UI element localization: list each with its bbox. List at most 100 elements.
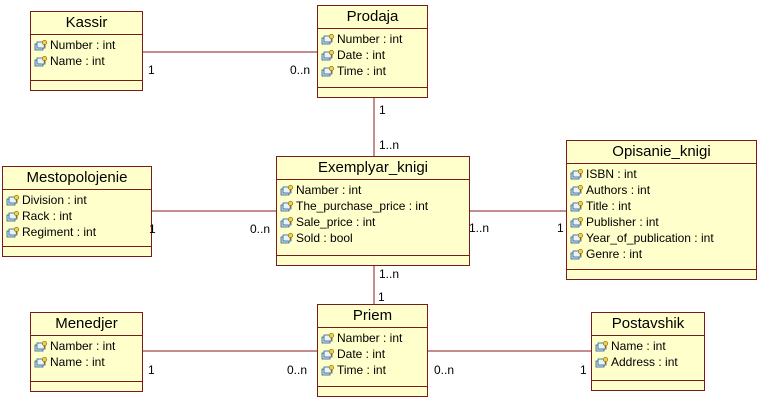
class-attribute: Publisher : int xyxy=(570,214,756,230)
multiplicity-label: 1..n xyxy=(379,267,400,281)
class-attribute: Year_of_publication : int xyxy=(570,230,756,246)
attribute-text: Namber : int xyxy=(296,183,362,197)
attribute-text: Namber : int xyxy=(50,339,116,353)
multiplicity-label: 0..n xyxy=(434,363,455,377)
attribute-key-icon xyxy=(570,232,584,244)
class-attribute: Rack : int xyxy=(6,208,151,224)
attribute-text: Name : int xyxy=(611,339,666,353)
attribute-key-icon xyxy=(570,248,584,260)
multiplicity-label: 1 xyxy=(379,103,386,117)
attribute-text: Publisher : int xyxy=(586,215,659,229)
multiplicity-label: 0..n xyxy=(250,222,271,236)
class-attribute: Time : int xyxy=(321,63,427,79)
attribute-key-icon xyxy=(34,356,48,368)
attribute-text: Number : int xyxy=(50,38,116,52)
attribute-text: Title : int xyxy=(586,199,631,213)
attribute-key-icon xyxy=(570,200,584,212)
class-attribute: Number : int xyxy=(321,31,427,47)
attribute-key-icon xyxy=(280,232,294,244)
attribute-text: Sale_price : int xyxy=(296,215,376,229)
attribute-text: Address : int xyxy=(611,355,678,369)
attribute-key-icon xyxy=(570,216,584,228)
class-attribute: Name : int xyxy=(34,354,142,370)
class-attribute: The_purchase_price : int xyxy=(280,198,469,214)
class-attribute: Sold : bool xyxy=(280,230,469,246)
class-attribute: Date : int xyxy=(321,346,427,362)
class-attribute: Number : int xyxy=(34,37,142,53)
multiplicity-label: 1 xyxy=(148,363,155,377)
multiplicity-label: 0..n xyxy=(287,363,308,377)
class-attribute: Address : int xyxy=(595,354,704,370)
attribute-key-icon xyxy=(6,194,20,206)
multiplicity-label: 1 xyxy=(148,63,155,77)
attribute-text: Division : int xyxy=(22,193,87,207)
class-attribute: Authors : int xyxy=(570,182,756,198)
attribute-key-icon xyxy=(595,356,609,368)
attribute-text: Time : int xyxy=(337,363,386,377)
multiplicity-label: 1..n xyxy=(469,221,490,235)
operations-compartment xyxy=(277,255,469,265)
attribute-text: Regiment : int xyxy=(22,225,97,239)
attribute-text: ISBN : int xyxy=(586,167,637,181)
class-attribute: Namber : int xyxy=(280,182,469,198)
class-attribute: Division : int xyxy=(6,192,151,208)
operations-compartment xyxy=(592,380,704,390)
attribute-key-icon xyxy=(321,33,335,45)
operations-compartment xyxy=(318,386,427,396)
attribute-key-icon xyxy=(321,364,335,376)
attribute-text: Date : int xyxy=(337,347,386,361)
attribute-key-icon xyxy=(570,168,584,180)
attribute-key-icon xyxy=(570,184,584,196)
attribute-key-icon xyxy=(34,39,48,51)
attribute-text: Year_of_publication : int xyxy=(586,231,714,245)
multiplicity-label: 1 xyxy=(557,221,564,235)
operations-compartment xyxy=(31,381,142,391)
class-name: Mestopolojenie xyxy=(3,167,151,190)
attribute-text: Sold : bool xyxy=(296,231,353,245)
attribute-key-icon xyxy=(34,340,48,352)
attribute-key-icon xyxy=(321,65,335,77)
multiplicity-label: 1 xyxy=(149,222,156,236)
class-attribute: Namber : int xyxy=(321,330,427,346)
class-name: Exemplyar_knigi xyxy=(277,157,469,180)
attribute-text: Rack : int xyxy=(22,209,73,223)
class-attribute: Sale_price : int xyxy=(280,214,469,230)
attribute-text: Namber : int xyxy=(337,331,403,345)
class-attribute: ISBN : int xyxy=(570,166,756,182)
attribute-key-icon xyxy=(280,184,294,196)
operations-compartment xyxy=(31,80,142,90)
operations-compartment xyxy=(567,269,756,279)
attribute-key-icon xyxy=(321,49,335,61)
class-name: Prodaja xyxy=(318,6,427,29)
attribute-key-icon xyxy=(321,348,335,360)
attribute-key-icon xyxy=(280,200,294,212)
attribute-text: Number : int xyxy=(337,32,403,46)
class-attribute: Time : int xyxy=(321,362,427,378)
operations-compartment xyxy=(3,246,151,256)
class-attribute: Name : int xyxy=(34,53,142,69)
attribute-key-icon xyxy=(321,332,335,344)
multiplicity-label: 1 xyxy=(378,290,385,304)
operations-compartment xyxy=(318,87,427,97)
attribute-text: Authors : int xyxy=(586,183,651,197)
attribute-key-icon xyxy=(6,226,20,238)
class-attribute: Regiment : int xyxy=(6,224,151,240)
class-attribute: Title : int xyxy=(570,198,756,214)
multiplicity-label: 0..n xyxy=(290,63,311,77)
attribute-text: Time : int xyxy=(337,64,386,78)
class-attribute: Name : int xyxy=(595,338,704,354)
class-attribute: Namber : int xyxy=(34,338,142,354)
attribute-text: Genre : int xyxy=(586,247,643,261)
class-attribute: Date : int xyxy=(321,47,427,63)
attribute-key-icon xyxy=(34,55,48,67)
class-attribute: Genre : int xyxy=(570,246,756,262)
